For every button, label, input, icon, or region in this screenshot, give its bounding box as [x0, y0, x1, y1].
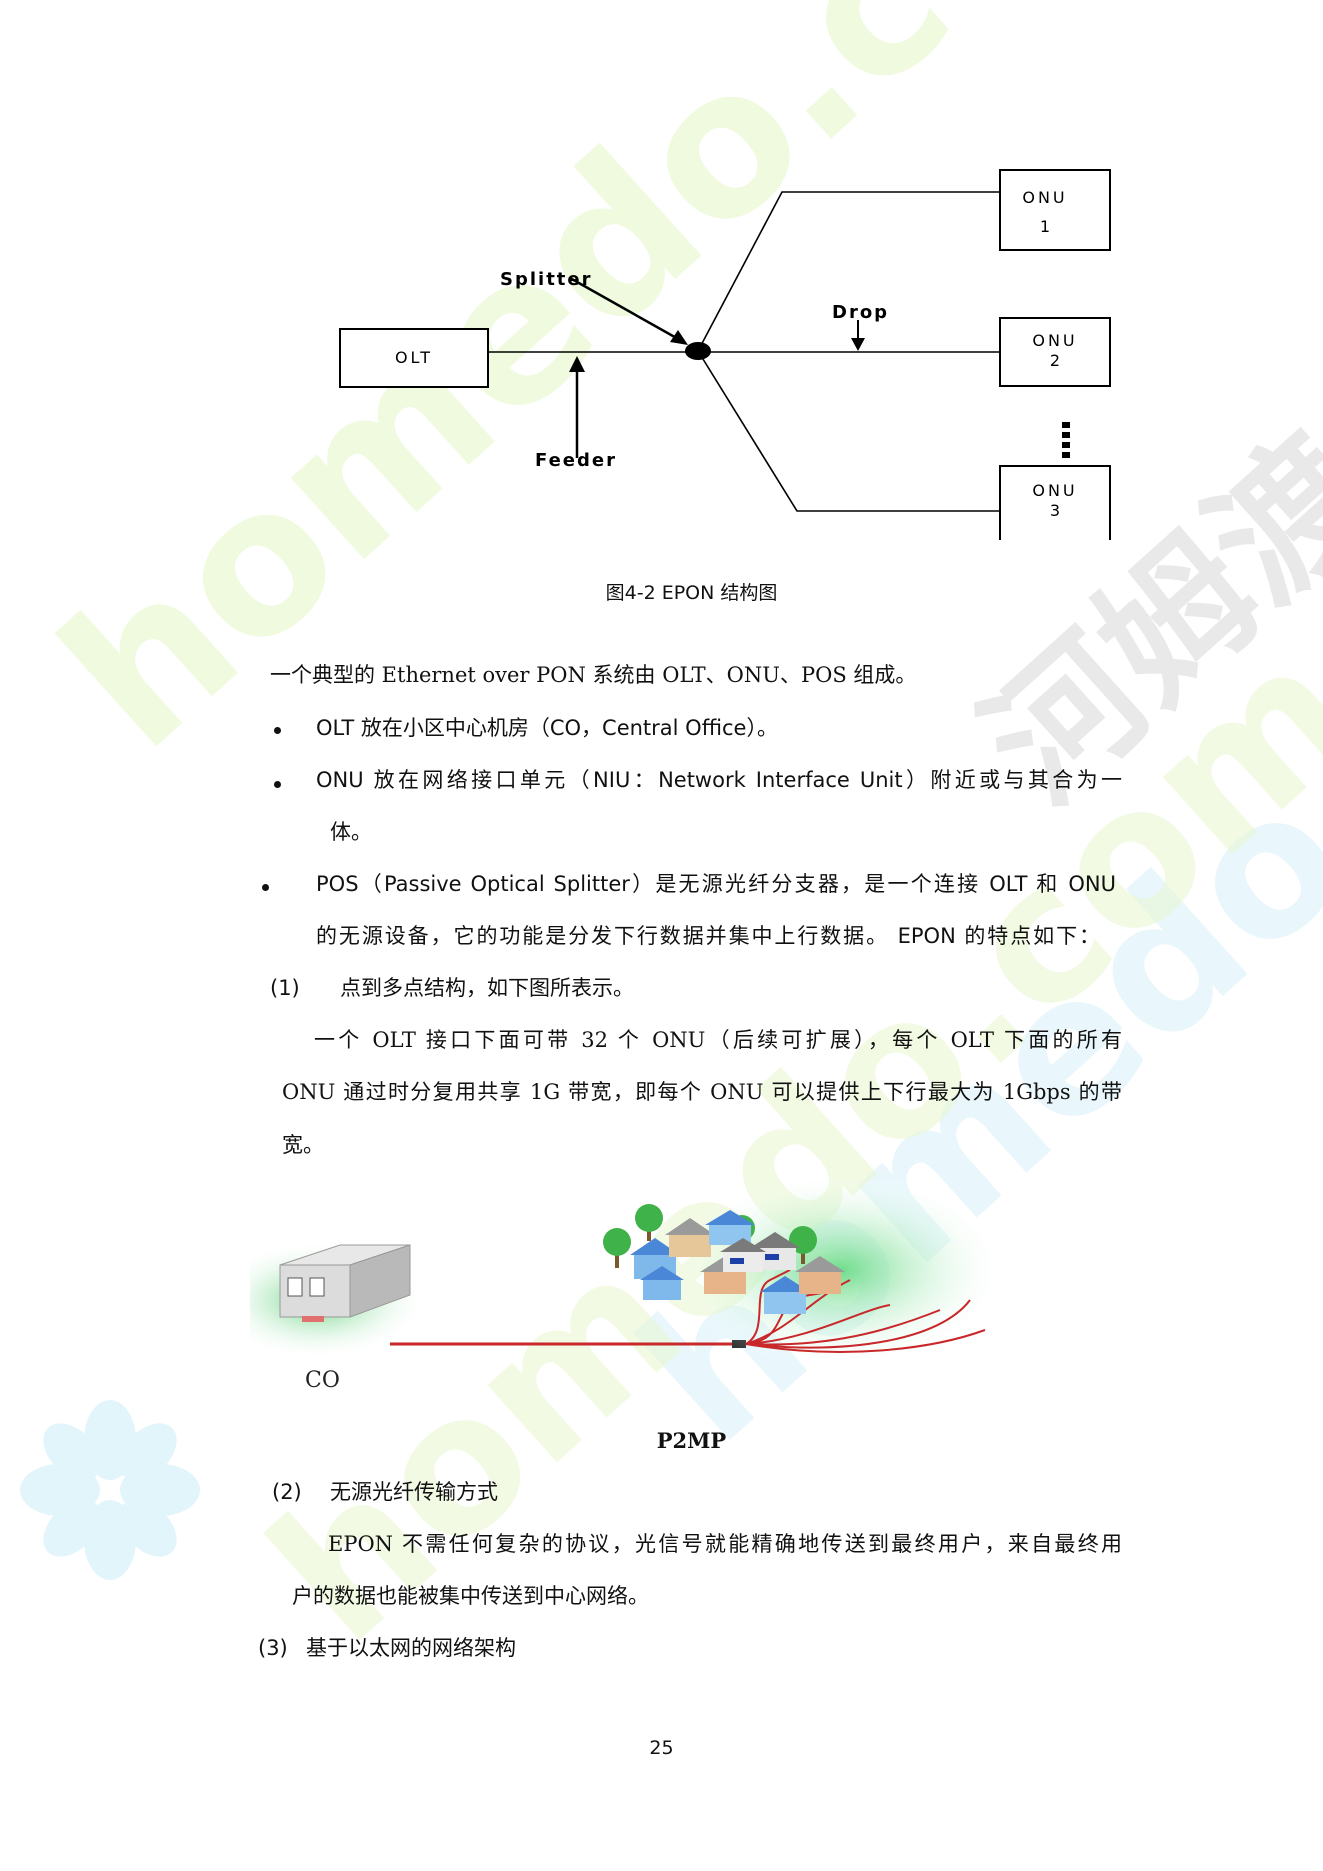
onu2-label: ONU: [1032, 331, 1077, 350]
item-number: (1): [270, 976, 300, 1000]
epon-structure-diagram: OLT ONU 1 ONU 2 ONU 3 Splitter Drop: [330, 160, 1130, 547]
passive-paragraph-line2: 户的数据也能被集中传送到中心网络。: [292, 1584, 649, 1608]
bullet-onu-line2: 体。: [330, 820, 372, 844]
p2mp-paragraph-line1: 一个 OLT 接口下面可带 32 个 ONU（后续可扩展），每个 OLT 下面的…: [314, 1028, 1122, 1052]
house-icon: [795, 1256, 845, 1294]
item-number: (2): [272, 1480, 302, 1504]
onu1-label: ONU: [1022, 188, 1067, 207]
figure-caption: 图4-2 EPON 结构图: [605, 582, 778, 604]
house-icon: [720, 1238, 766, 1272]
bullet-dot: [274, 781, 281, 788]
house-icon: [640, 1266, 684, 1300]
item-heading: 基于以太网的网络架构: [306, 1636, 516, 1660]
onu2-number: 2: [1050, 351, 1060, 370]
item-heading: 点到多点结构，如下图所表示。: [340, 976, 634, 1000]
item-heading: 无源光纤传输方式: [330, 1480, 498, 1504]
tree-icon: [635, 1204, 663, 1241]
drop-arrowhead: [851, 338, 865, 351]
bullet-pos-line2: 的无源设备，它的功能是分发下行数据并集中上行数据。 EPON 的特点如下：: [316, 924, 1100, 948]
splitter-label: Splitter: [500, 269, 592, 290]
more-onus-ellipsis: [1062, 422, 1070, 458]
house-icon: [760, 1276, 810, 1314]
bullet-dot: [274, 727, 281, 734]
onu3-label: ONU: [1032, 481, 1077, 500]
branch-onu3: [697, 350, 1000, 512]
house-icon: [665, 1218, 715, 1257]
co-label: CO: [305, 1368, 340, 1393]
house-icon: [750, 1232, 800, 1270]
p2mp-diagram: CO: [208, 1170, 1010, 1400]
bullet-dot: [262, 884, 269, 891]
olt-box: [339, 328, 489, 388]
passive-paragraph-line1: EPON 不需任何复杂的协议，光信号就能精确地传送到最终用户，来自最终用: [328, 1532, 1122, 1556]
onu1-number: 1: [1040, 217, 1050, 236]
p2mp-paragraph-line3: 宽。: [282, 1133, 324, 1157]
splitter-arrowhead: [670, 330, 688, 345]
figure-caption-p2mp: P2MP: [656, 1428, 727, 1453]
onu1-box: [999, 169, 1111, 251]
item-number: (3): [258, 1636, 288, 1660]
bullet-onu-line1: ONU 放在网络接口单元（NIU：Network Interface Unit）…: [316, 768, 1122, 792]
tree-icon: [603, 1228, 631, 1268]
intro-paragraph: 一个典型的 Ethernet over PON 系统由 OLT、ONU、POS …: [270, 663, 917, 687]
onu2-box: [999, 317, 1111, 387]
page-number: 25: [649, 1737, 674, 1759]
branch-onu1: [697, 191, 1000, 352]
bullet-olt: OLT 放在小区中心机房（CO，Central Office）。: [316, 716, 778, 740]
onu3-number: 3: [1050, 501, 1060, 520]
drop-label: Drop: [832, 302, 889, 323]
feeder-arrowhead: [569, 356, 585, 372]
watermark-flower-icon: [20, 1400, 200, 1580]
olt-label: OLT: [395, 348, 433, 367]
central-office-building-icon: [279, 1244, 411, 1322]
p2mp-paragraph-line2: ONU 通过时分复用共享 1G 带宽，即每个 ONU 可以提供上下行最大为 1G…: [282, 1080, 1122, 1104]
watermark-text: homedo.com: [230, 601, 1323, 1685]
feeder-label: Feeder: [535, 450, 617, 471]
bullet-pos-line1: POS（Passive Optical Splitter）是无源光纤分支器，是一…: [316, 872, 1116, 896]
